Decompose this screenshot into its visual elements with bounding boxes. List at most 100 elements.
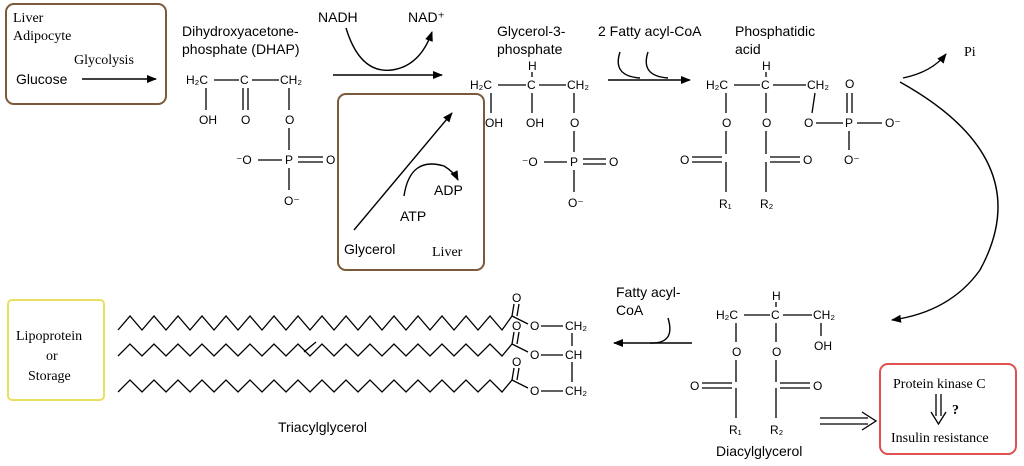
lipoprotein-frame	[7, 299, 105, 401]
tag-c1: CH₂	[565, 319, 587, 333]
tag-carbonyl-bot-b	[516, 367, 520, 381]
tag-o-mid: O	[512, 319, 521, 333]
pa-dag-arrow	[891, 81, 999, 323]
dhap-oh: OH	[199, 113, 217, 127]
pa-r1: R₁	[719, 197, 732, 211]
pa-o-carbonyl1: O	[680, 153, 689, 167]
tag-o-bot: O	[512, 355, 521, 369]
tag-chain-mid	[117, 343, 513, 357]
step-dhap-to-g3p: NADH NAD⁺	[318, 9, 445, 79]
dhap-c3: CH₂	[280, 73, 302, 87]
tag-bond-c-o-mid	[511, 343, 529, 353]
liver-label: Liver	[13, 11, 44, 26]
nad-label: NAD⁺	[408, 9, 445, 25]
fatty-acyl-coa-2-label: 2 Fatty acyl-CoA	[598, 23, 702, 39]
dag-structure: H H₂C C CH₂ O O OH O O R₁ R₂ Diacylglyce…	[690, 289, 835, 459]
dhap-o-double: O	[326, 153, 335, 167]
dag-pkc-arrow-head	[861, 411, 878, 431]
tag-carbonyl-mid-b	[516, 331, 520, 345]
tag-ester-top: O	[530, 319, 539, 333]
nadh-curve-arrow	[345, 27, 433, 71]
tag-bond-c-o-bot	[511, 379, 529, 389]
pkc-frame	[879, 363, 1017, 455]
acyl-coa-curve-1	[617, 51, 641, 79]
tag-c2: CH	[565, 348, 582, 362]
dag-o-carbonyl1: O	[690, 379, 699, 393]
tag-carbonyl-top-a	[511, 303, 515, 317]
pi-release-arrow	[902, 53, 947, 79]
tag-structure: O O O O CH₂ O CH O CH₂ Triacylglycerol	[117, 291, 587, 435]
tag-chain-top	[117, 315, 513, 332]
fatty-acyl-coa-line2: CoA	[616, 302, 644, 318]
g3p-c1: H₂C	[470, 78, 492, 92]
step-pa-to-dag: Pi	[891, 45, 999, 323]
question-mark: ?	[952, 403, 959, 418]
pa-p: P	[845, 116, 853, 130]
lipoprotein-label: Lipoprotein	[16, 329, 82, 344]
pa-c2: C	[761, 78, 770, 92]
g3p-name-line1: Glycerol-3-	[497, 23, 566, 39]
dag-o2: O	[772, 345, 781, 359]
dag-c3: CH₂	[813, 308, 835, 322]
pa-o-minus-right: O⁻	[885, 116, 901, 130]
insulin-resistance-label: Insulin resistance	[891, 431, 989, 446]
tag-carbonyl-top-b	[516, 303, 520, 317]
g3p-o-double: O	[609, 155, 618, 169]
dag-name: Diacylglycerol	[716, 443, 802, 459]
g3p-structure: Glycerol-3- phosphate H H₂C C CH₂ OH OH …	[470, 23, 618, 210]
g3p-oh1: OH	[485, 116, 503, 130]
glycerol-frame	[337, 93, 485, 271]
pa-name-line2: acid	[735, 41, 761, 57]
dhap-p: P	[285, 153, 293, 167]
dag-to-pkc-arrow	[820, 411, 878, 431]
pi-label: Pi	[964, 45, 976, 60]
dhap-structure: Dihydroxyacetone- phosphate (DHAP) H₂C C…	[182, 23, 335, 208]
tag-chain-bot	[117, 379, 513, 393]
dag-c2: C	[771, 308, 780, 322]
dag-o1: O	[732, 345, 741, 359]
pa-name-line1: Phosphatidic	[735, 23, 815, 39]
dhap-c2: C	[240, 73, 249, 87]
dhap-o-minus-left: ⁻O	[236, 153, 252, 167]
pa-h: H	[762, 59, 771, 73]
pkc-arrow-head	[930, 411, 947, 426]
tag-name: Triacylglycerol	[278, 419, 367, 435]
tag-o-top: O	[512, 291, 521, 305]
atp-label: ATP	[400, 208, 426, 224]
or-label: or	[46, 349, 58, 364]
dag-oh: OH	[814, 339, 832, 353]
tag-c3: CH₂	[565, 384, 587, 398]
g3p-name-line2: phosphate	[497, 41, 563, 57]
step-dag-to-tag: Fatty acyl- CoA	[613, 284, 692, 347]
dhap-name-line1: Dihydroxyacetone-	[182, 23, 299, 39]
g3p-o-minus-left: ⁻O	[522, 155, 538, 169]
adp-label: ADP	[434, 182, 463, 198]
pa-o-carbonyl2: O	[803, 153, 812, 167]
glucose-label: Glucose	[16, 71, 68, 87]
dhap-o-ester: O	[285, 113, 294, 127]
dag-o-carbonyl2: O	[813, 379, 822, 393]
tag-carbonyl-mid-a	[511, 331, 515, 345]
g3p-oh2: OH	[526, 116, 544, 130]
dag-h: H	[772, 289, 781, 303]
pa-r2: R₂	[760, 197, 774, 211]
tag-ester-bot: O	[530, 384, 539, 398]
adipocyte-label: Adipocyte	[13, 29, 71, 44]
g3p-o-ester: O	[570, 116, 579, 130]
pa-structure: Phosphatidic acid H H₂C C CH₂ O O O P O⁻…	[680, 23, 901, 211]
g3p-h: H	[528, 59, 537, 73]
pa-o1: O	[722, 116, 731, 130]
glycolysis-label: Glycolysis	[74, 53, 134, 68]
acyl-coa-curve-3	[649, 317, 671, 344]
tag-bond-c-o-top	[511, 315, 529, 325]
liver-adipocyte-box: Liver Adipocyte Glycolysis Glucose	[5, 3, 167, 105]
lipoprotein-box: Lipoprotein or Storage	[7, 299, 105, 401]
pa-o-minus-bottom: O⁻	[844, 153, 860, 167]
pa-c3: CH₂	[807, 78, 829, 92]
dhap-o-carbonyl: O	[241, 113, 250, 127]
dhap-o-minus-bottom: O⁻	[284, 194, 300, 208]
glycerol-liver-label: Liver	[432, 245, 463, 260]
glycerol-kinase-arrow	[353, 112, 453, 231]
pa-bond-c3-o	[811, 92, 816, 114]
g3p-c2: C	[527, 78, 536, 92]
